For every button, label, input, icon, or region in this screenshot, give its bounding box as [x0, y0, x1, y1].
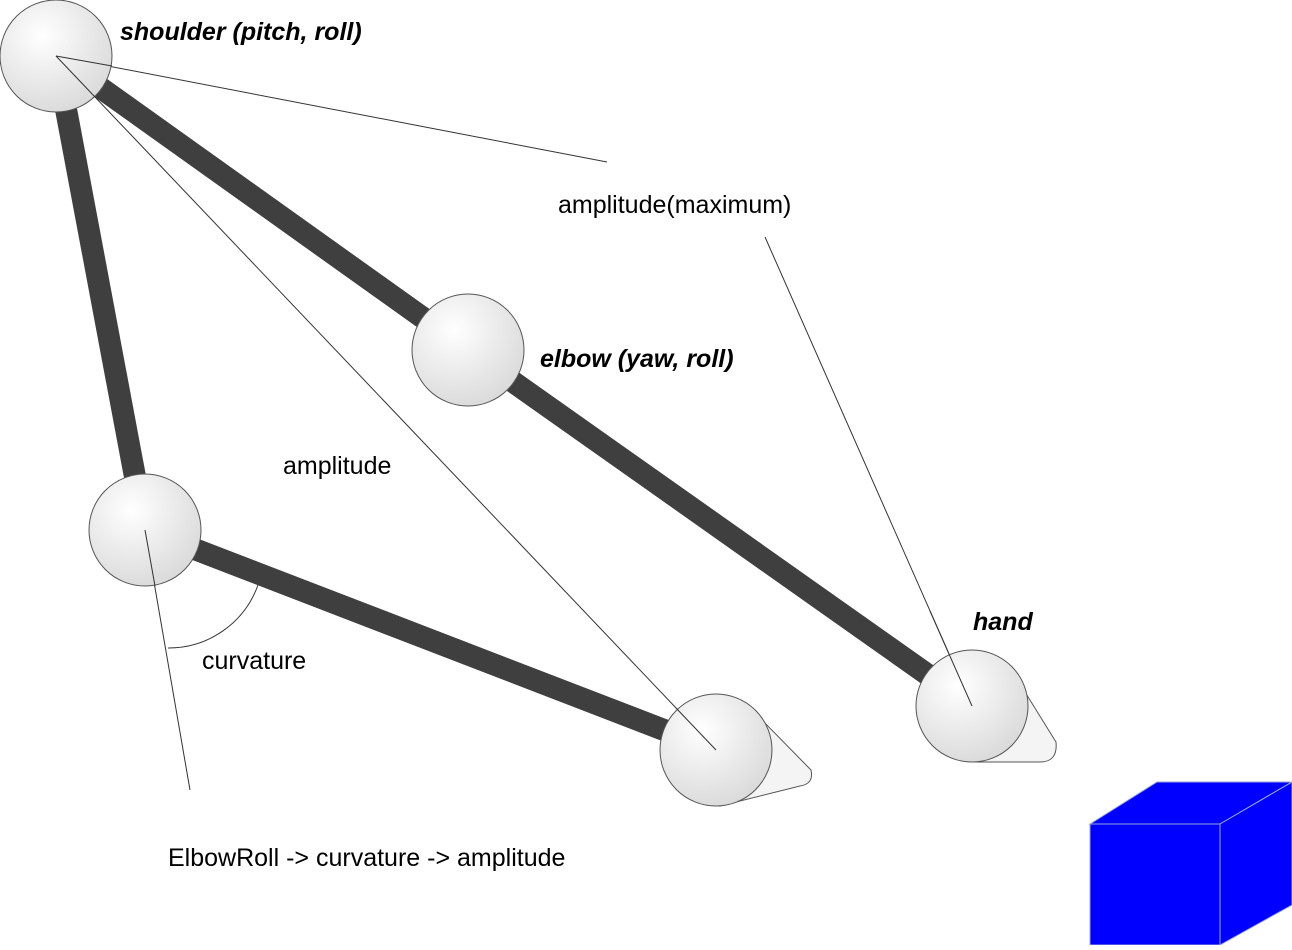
curvature-label: curvature: [202, 647, 306, 675]
cube-top-face: [1088, 781, 1292, 825]
link-elbow-hand-upper: [461, 341, 979, 715]
cube-side-face: [1219, 781, 1292, 946]
labels: shoulder (pitch, roll) elbow (yaw, roll)…: [120, 18, 1033, 872]
amplitude-max-label: amplitude(maximum): [558, 191, 791, 219]
hand-label: hand: [973, 608, 1033, 636]
chain-label: ElbowRoll -> curvature -> amplitude: [168, 844, 565, 872]
link-shoulder-elbow-lower: [45, 53, 156, 533]
elbow-label: elbow (yaw, roll): [540, 345, 734, 373]
curvature-arc: [167, 584, 259, 649]
arm-links: [45, 47, 979, 761]
annotation-lines-over: [55, 55, 973, 751]
blue-cube: [1088, 781, 1292, 946]
amplitude-label: amplitude: [283, 452, 391, 480]
link-shoulder-elbow-upper: [49, 47, 475, 359]
elbow-joint-upper: [411, 293, 525, 407]
leader-amplitude-diagonal: [55, 55, 717, 751]
shoulder-label: shoulder (pitch, roll): [120, 18, 362, 46]
cube-front-face: [1089, 823, 1221, 946]
leader-amplitude-max-top: [55, 55, 608, 163]
link-elbow-hand-lower: [141, 519, 720, 761]
